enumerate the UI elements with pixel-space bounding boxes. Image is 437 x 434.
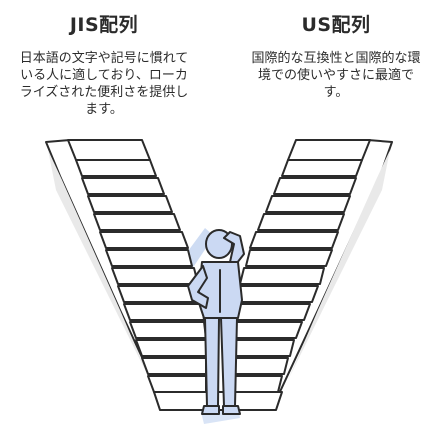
right-step-6 [249,231,339,249]
left-staircase [45,139,207,397]
person-left-shoe [201,405,220,415]
left-stair-wall-shade [48,150,150,380]
left-step-14 [147,375,207,393]
right-step-12 [231,339,295,357]
right-step-14 [231,375,283,393]
left-step-3 [81,177,165,195]
confused-person-icon [187,229,245,415]
jis-description: 日本語の文字や記号に慣れている人に適しており、ローカライズされた便利さを提供しま… [19,51,189,117]
person-raised-arm [223,231,245,269]
person-right-shoe [222,405,241,415]
left-step-13 [141,357,207,375]
right-step-3 [273,177,357,195]
right-step-10 [233,303,311,321]
right-step-2 [281,159,363,177]
left-step-6 [99,231,189,249]
person-hip-arm [187,265,209,309]
us-description: 国際的な互換性と国際的な環境での使いやすさに最適です。 [251,51,421,100]
person-right-leg [220,317,238,407]
right-step-1 [287,139,371,161]
left-step-2 [75,159,157,177]
left-step-10 [123,303,205,321]
left-step-11 [129,321,207,339]
right-step-13 [231,357,289,375]
person-left-leg [204,317,220,407]
right-staircase [231,139,393,397]
us-title: US配列 [301,14,371,36]
right-step-8 [239,267,325,285]
left-step-7 [105,249,193,267]
left-step-12 [135,339,207,357]
left-step-8 [111,267,199,285]
right-step-11 [231,321,303,339]
right-step-9 [237,285,319,303]
left-step-4 [87,195,173,213]
right-step-4 [265,195,351,213]
right-step-7 [245,249,333,267]
left-step-5 [93,213,181,231]
right-step-5 [257,213,345,231]
jis-title: JIS配列 [69,14,139,36]
right-stair-wall-shade [288,150,390,380]
left-step-1 [67,139,151,161]
